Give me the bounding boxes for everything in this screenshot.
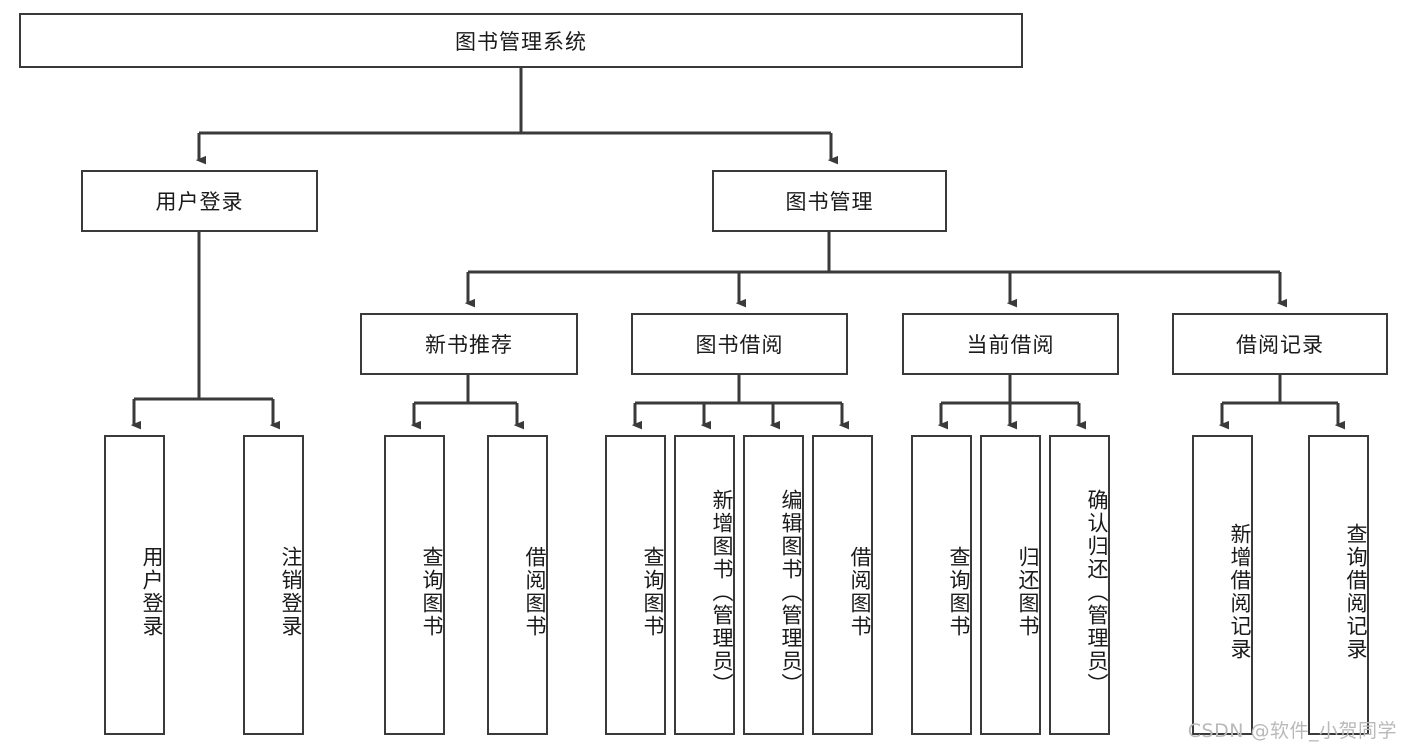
node-new-book-recommend[interactable]: 新书推荐 <box>360 313 578 375</box>
leaf-borrow-borrow-book[interactable]: 借阅图书 <box>812 435 873 735</box>
leaf-borrow-edit-book-admin-label: 编辑图书（管理员） <box>779 488 803 696</box>
leaf-newbook-query-book-label: 查询图书 <box>420 546 444 638</box>
leaf-records-add-record[interactable]: 新增借阅记录 <box>1192 435 1253 735</box>
leaf-newbook-borrow-book[interactable]: 借阅图书 <box>487 435 548 735</box>
leaf-user-login[interactable]: 用户登录 <box>104 435 165 735</box>
node-user-login[interactable]: 用户登录 <box>81 170 318 232</box>
node-book-borrow[interactable]: 图书借阅 <box>631 313 848 375</box>
leaf-borrow-add-book-admin-label: 新增图书（管理员） <box>710 488 734 696</box>
leaf-user-logout-label: 注销登录 <box>279 546 303 638</box>
leaf-current-query-book-label: 查询图书 <box>947 546 971 638</box>
node-root[interactable]: 图书管理系统 <box>19 13 1023 68</box>
leaf-user-login-label: 用户登录 <box>140 546 164 638</box>
leaf-borrow-edit-book-admin[interactable]: 编辑图书（管理员） <box>743 435 804 735</box>
node-current-borrow-label: 当前借阅 <box>966 333 1055 357</box>
node-book-management[interactable]: 图书管理 <box>712 170 947 232</box>
leaf-current-return-book[interactable]: 归还图书 <box>980 435 1041 735</box>
watermark: CSDN @软件_小贺同学 <box>1187 720 1397 742</box>
leaf-newbook-borrow-book-label: 借阅图书 <box>523 546 547 638</box>
leaf-records-add-record-label: 新增借阅记录 <box>1228 523 1252 661</box>
leaf-borrow-query-book-label: 查询图书 <box>641 546 665 638</box>
node-root-label: 图书管理系统 <box>455 29 587 54</box>
node-book-management-label: 图书管理 <box>785 190 874 214</box>
node-new-book-recommend-label: 新书推荐 <box>425 333 513 357</box>
leaf-user-logout[interactable]: 注销登录 <box>243 435 304 735</box>
leaf-records-query-record-label: 查询借阅记录 <box>1344 523 1368 661</box>
node-borrow-records[interactable]: 借阅记录 <box>1172 313 1388 375</box>
node-book-borrow-label: 图书借阅 <box>695 333 784 357</box>
leaf-current-query-book[interactable]: 查询图书 <box>911 435 972 735</box>
node-user-login-label: 用户登录 <box>155 190 244 214</box>
node-borrow-records-label: 借阅记录 <box>1236 333 1324 357</box>
leaf-records-query-record[interactable]: 查询借阅记录 <box>1308 435 1369 735</box>
leaf-borrow-add-book-admin[interactable]: 新增图书（管理员） <box>674 435 735 735</box>
leaf-current-confirm-return-admin[interactable]: 确认归还（管理员） <box>1049 435 1110 735</box>
leaf-newbook-query-book[interactable]: 查询图书 <box>384 435 445 735</box>
leaf-current-return-book-label: 归还图书 <box>1016 546 1040 638</box>
leaf-current-confirm-return-admin-label: 确认归还（管理员） <box>1085 488 1109 696</box>
leaf-borrow-query-book[interactable]: 查询图书 <box>605 435 666 735</box>
node-current-borrow[interactable]: 当前借阅 <box>902 313 1119 375</box>
leaf-borrow-borrow-book-label: 借阅图书 <box>848 546 872 638</box>
